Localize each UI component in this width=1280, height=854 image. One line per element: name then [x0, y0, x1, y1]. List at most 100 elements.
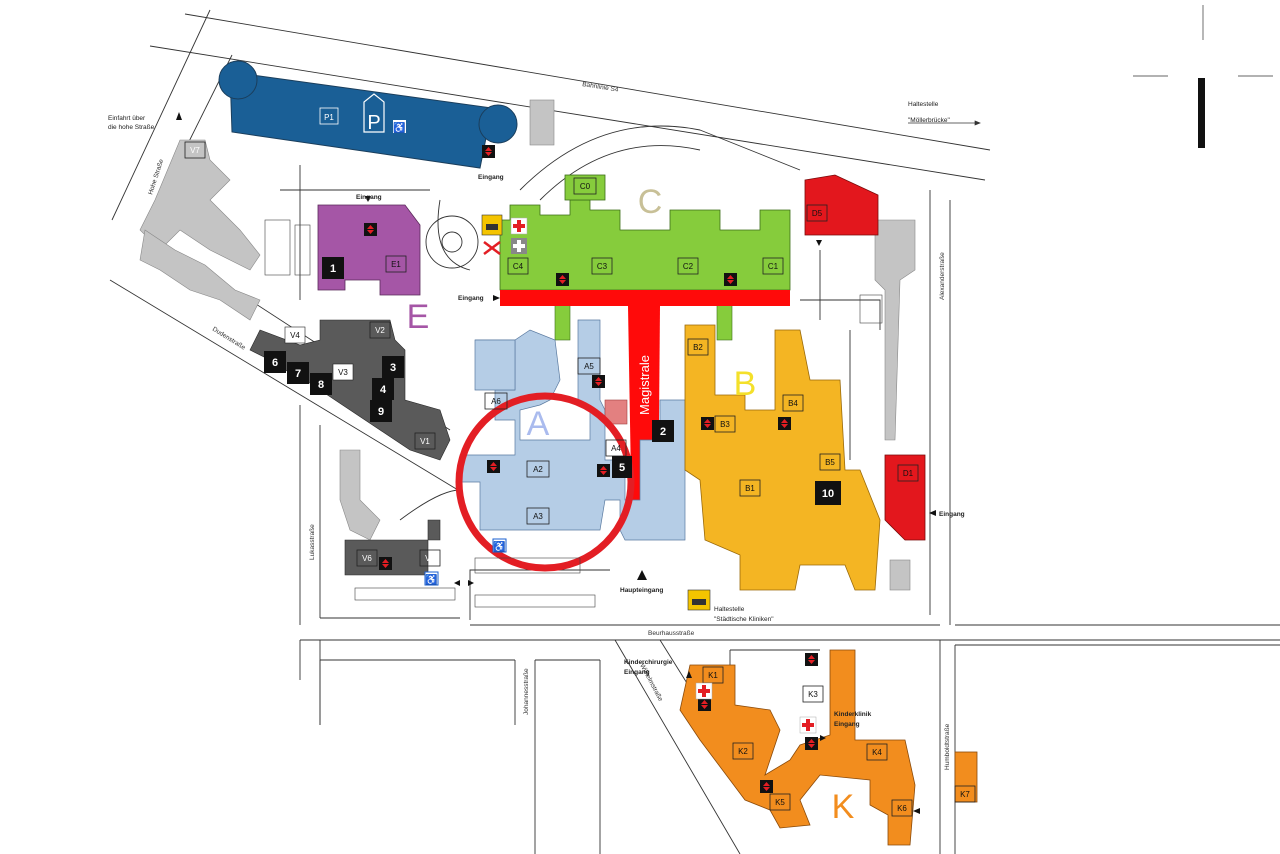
no-entry-icon [483, 241, 501, 255]
roundabout [425, 215, 479, 269]
svg-text:♿: ♿ [425, 573, 437, 586]
parking-stripes [264, 219, 883, 608]
elevator-icon [597, 464, 610, 477]
elevator-icon [482, 145, 495, 158]
svg-text:2: 2 [660, 426, 666, 438]
svg-text:C4: C4 [513, 262, 524, 271]
kinderchirurgie-2: Eingang [624, 669, 650, 676]
svg-text:D1: D1 [903, 469, 914, 478]
elevator-icon [805, 653, 818, 666]
elevator-icon [364, 223, 377, 236]
svg-text:K1: K1 [708, 671, 718, 680]
street-beurhausstrasse: Beurhausstraße [648, 630, 695, 637]
svg-text:C3: C3 [597, 262, 608, 271]
taxi-icon [481, 214, 503, 236]
svg-text:V4: V4 [290, 331, 300, 340]
svg-text:K7: K7 [960, 790, 970, 799]
svg-text:D5: D5 [812, 209, 823, 218]
svg-text:A2: A2 [533, 465, 543, 474]
medical-cross-icon [511, 238, 527, 254]
svg-text:V7: V7 [190, 146, 200, 155]
entrance-arrow-icon [468, 580, 474, 586]
zone-c: C [499, 174, 791, 341]
svg-text:C0: C0 [580, 182, 591, 191]
entrance-arrow-icon [493, 295, 500, 301]
svg-text:K6: K6 [897, 804, 907, 813]
entrance-arrow-icon [913, 808, 920, 814]
wheelchair-icon [393, 120, 406, 133]
zone-b: B [684, 324, 881, 591]
parking-p1: P1 P ♿ [218, 60, 518, 169]
svg-text:5: 5 [619, 462, 625, 474]
einfahrt-label-1: Einfahrt über [108, 115, 146, 122]
street-bahnlinie: Bahnlinie S4 [582, 81, 620, 94]
svg-text:♿: ♿ [393, 121, 405, 134]
svg-text:10: 10 [822, 488, 834, 500]
svg-text:V1: V1 [420, 437, 430, 446]
svg-text:6: 6 [272, 357, 278, 369]
kinderklinik-2: Eingang [834, 721, 860, 728]
street-dudenstrasse: Dudenstraße [211, 326, 247, 352]
elevator-icon [556, 273, 569, 286]
entrance-arrow-icon [929, 510, 936, 516]
zone-k-letter: K [832, 788, 855, 826]
svg-text:V5: V5 [425, 554, 435, 563]
medical-cross-icon [510, 217, 528, 235]
elevator-icon [379, 557, 392, 570]
svg-text:A4: A4 [611, 444, 621, 453]
entrance-arrow-icon [816, 240, 822, 246]
zone-d [804, 174, 926, 541]
haupteingang: Haupteingang [620, 587, 663, 594]
street-humboldtstrasse: Humboldtstraße [944, 723, 951, 770]
svg-text:8: 8 [318, 379, 324, 391]
svg-text:4: 4 [380, 384, 387, 396]
medical-cross-icon [695, 682, 713, 700]
eingang-e: Eingang [356, 194, 382, 201]
elevator-icon [760, 780, 773, 793]
street-alexanderstrasse: Alexanderstraße [939, 252, 946, 300]
zone-k: K [679, 649, 978, 846]
elevator-icon [701, 417, 714, 430]
wheelchair-icon: ♿ [492, 538, 507, 553]
elevator-icons [364, 145, 818, 793]
svg-text:C1: C1 [768, 262, 779, 271]
svg-text:V3: V3 [338, 368, 348, 377]
svg-text:K3: K3 [808, 690, 818, 699]
highlight-ring [455, 392, 635, 572]
street-johannesstrasse: Johannesstraße [523, 668, 530, 715]
entrance-arrow-icon [454, 580, 460, 586]
svg-text:C2: C2 [683, 262, 694, 271]
kinderklinik-1: Kinderklinik [834, 711, 872, 718]
zone-v [249, 319, 451, 576]
svg-text:B1: B1 [745, 484, 755, 493]
svg-text:K2: K2 [738, 747, 748, 756]
zone-e-letter: E [407, 298, 430, 336]
zone-b-letter: B [734, 365, 757, 403]
grey-buildings [139, 78, 1205, 591]
eingang-d: Eingang [939, 511, 965, 518]
wheelchair-icon: ♿ [424, 571, 439, 586]
svg-text:9: 9 [378, 406, 384, 418]
eingang-parking: Eingang [478, 174, 504, 181]
elevator-icon [592, 375, 605, 388]
elevator-icon [487, 460, 500, 473]
zone-a-letter: A [527, 405, 550, 443]
zone-a: A [459, 319, 686, 541]
street-lukasstrasse: Lukasstraße [309, 524, 316, 560]
elevator-icon [805, 737, 818, 750]
haltestelle-bottom-2: "Städtische Kliniken" [714, 616, 774, 623]
text-labels: Einfahrt über die hohe Straße Haltestell… [108, 101, 965, 728]
entrance-arrow-icon [176, 112, 182, 120]
misc-icons: ♿ ♿ [424, 214, 817, 734]
medical-cross-icon [799, 716, 817, 734]
svg-text:B4: B4 [788, 399, 798, 408]
svg-text:B2: B2 [693, 343, 703, 352]
elevator-icon [698, 698, 711, 711]
svg-text:B3: B3 [720, 420, 730, 429]
svg-text:E1: E1 [391, 260, 401, 269]
svg-text:3: 3 [390, 362, 396, 374]
entrance-arrow-icon [686, 671, 692, 678]
kinderchirurgie-1: Kinderchirurgie [624, 659, 673, 666]
direction-marks [908, 5, 1273, 126]
eingang-c: Eingang [458, 295, 484, 302]
